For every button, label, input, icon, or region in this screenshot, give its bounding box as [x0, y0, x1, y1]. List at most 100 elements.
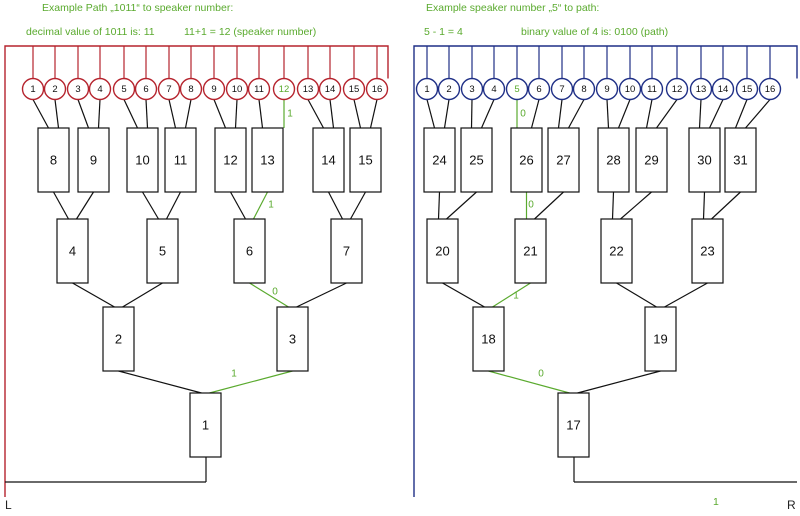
left-speaker-link — [145, 99, 149, 129]
left-tree-box — [276, 306, 309, 372]
left-speaker-link — [353, 99, 362, 129]
right-tree-box — [426, 218, 459, 284]
left-speaker-label: 2 — [52, 84, 57, 95]
left-speaker-link — [369, 99, 378, 129]
right-speaker-link — [480, 99, 495, 129]
right-speaker-circle — [640, 77, 664, 101]
left-tree-box-label: 6 — [246, 244, 253, 259]
right-tree-box-label: 17 — [566, 418, 580, 433]
right-tree-box-label: 23 — [700, 244, 714, 259]
left-tree-box-label: 12 — [223, 153, 237, 168]
left-speaker-circle — [157, 77, 181, 101]
left-speaker-label: 7 — [166, 84, 171, 95]
right-speaker-link — [617, 99, 631, 129]
right-speaker-label: 14 — [718, 84, 729, 95]
right-tree-box — [597, 127, 630, 193]
right-speaker-label: 2 — [446, 84, 451, 95]
right-speaker-circle — [415, 77, 439, 101]
left-tree-link — [296, 282, 347, 308]
left-speaker-circle — [202, 77, 226, 101]
left-speaker-link — [168, 99, 177, 129]
left-tree-link — [349, 191, 367, 220]
left-speaker-circle — [342, 77, 366, 101]
right-tree-link — [620, 191, 652, 220]
right-speaker-label: 10 — [625, 84, 636, 95]
right-speaker-circle — [460, 77, 484, 101]
right-speaker-label: 8 — [581, 84, 586, 95]
right-speaker-link — [426, 99, 436, 129]
left-side-label: L — [5, 498, 12, 512]
left-tree-box — [126, 127, 159, 193]
left-tree-box — [77, 127, 110, 193]
right-speaker-circle — [595, 77, 619, 101]
left-path-bit-label: 0 — [272, 287, 278, 298]
left-tree-box-label: 15 — [358, 153, 372, 168]
right-tree-link — [442, 282, 485, 308]
left-speaker-label: 1 — [30, 84, 35, 95]
right-speaker-link — [557, 99, 563, 129]
right-tree-box-label: 18 — [481, 332, 495, 347]
right-signal-bus — [413, 45, 798, 497]
left-tree-link — [165, 191, 182, 220]
left-speaker-label: 4 — [97, 84, 102, 95]
left-tree-link — [52, 191, 70, 220]
left-speaker-circle — [112, 77, 136, 101]
left-speaker-link — [123, 99, 139, 129]
left-speaker-link — [307, 99, 325, 129]
right-speaker-label: 6 — [536, 84, 541, 95]
right-speaker-link — [645, 99, 653, 129]
right-tree-box — [635, 127, 668, 193]
right-speaker-link — [698, 99, 702, 129]
left-speaker-label: 8 — [188, 84, 193, 95]
left-tree-link — [249, 282, 289, 308]
left-speaker-link — [213, 99, 227, 129]
left-tree-box-label: 5 — [159, 244, 166, 259]
right-speaker-link — [708, 99, 724, 129]
right-tree-box — [691, 218, 724, 284]
left-tree-link — [252, 191, 269, 220]
right-speaker-circle — [618, 77, 642, 101]
right-speaker-label: 3 — [469, 84, 474, 95]
left-tree-box — [164, 127, 197, 193]
left-tree-box-label: 1 — [202, 418, 209, 433]
bottom-bit-label: 1 — [713, 496, 719, 508]
right-speaker-label: 1 — [424, 84, 429, 95]
left-decimal-note: decimal value of 1011 is: 11 — [26, 26, 155, 38]
right-path-bit-label: 0 — [520, 109, 526, 120]
right-tree-box — [514, 218, 547, 284]
left-signal-bus — [4, 45, 389, 497]
right-speaker-circle — [550, 77, 574, 101]
right-speaker-circle — [527, 77, 551, 101]
right-tree-box — [688, 127, 721, 193]
right-speaker-link — [656, 99, 678, 129]
right-speaker-label: 5 — [514, 84, 519, 95]
left-tree-box-label: 2 — [115, 332, 122, 347]
right-tree-box-label: 26 — [519, 153, 533, 168]
right-tree-box-label: 22 — [609, 244, 623, 259]
left-speaker-link — [32, 99, 50, 129]
left-path-bit-label: 1 — [231, 369, 237, 380]
left-tree-box — [233, 218, 266, 284]
left-speaker-link — [77, 99, 90, 129]
left-speaker-circle — [134, 77, 158, 101]
left-speaker-circle — [66, 77, 90, 101]
left-speaker-label: 6 — [143, 84, 148, 95]
left-speaker-circle — [21, 77, 45, 101]
right-tree-box-label: 30 — [697, 153, 711, 168]
right-tree-box-label: 28 — [606, 153, 620, 168]
right-tree-box — [472, 306, 505, 372]
left-tree-box-label: 10 — [135, 153, 149, 168]
right-tree-box-label: 20 — [435, 244, 449, 259]
right-speaker-circle — [735, 77, 759, 101]
right-speaker-label: 16 — [765, 84, 776, 95]
left-speaker-label: 14 — [325, 84, 336, 95]
right-speaker-link — [470, 99, 473, 129]
left-path-bit-label: 1 — [287, 109, 293, 120]
left-speaker-label: 3 — [75, 84, 80, 95]
left-tree-box-label: 3 — [289, 332, 296, 347]
left-tree-box-label: 4 — [69, 244, 76, 259]
left-tree-link — [141, 191, 160, 220]
left-tree-link — [72, 282, 115, 308]
right-tree-box-label: 24 — [432, 153, 446, 168]
left-speaker-link — [234, 99, 238, 129]
